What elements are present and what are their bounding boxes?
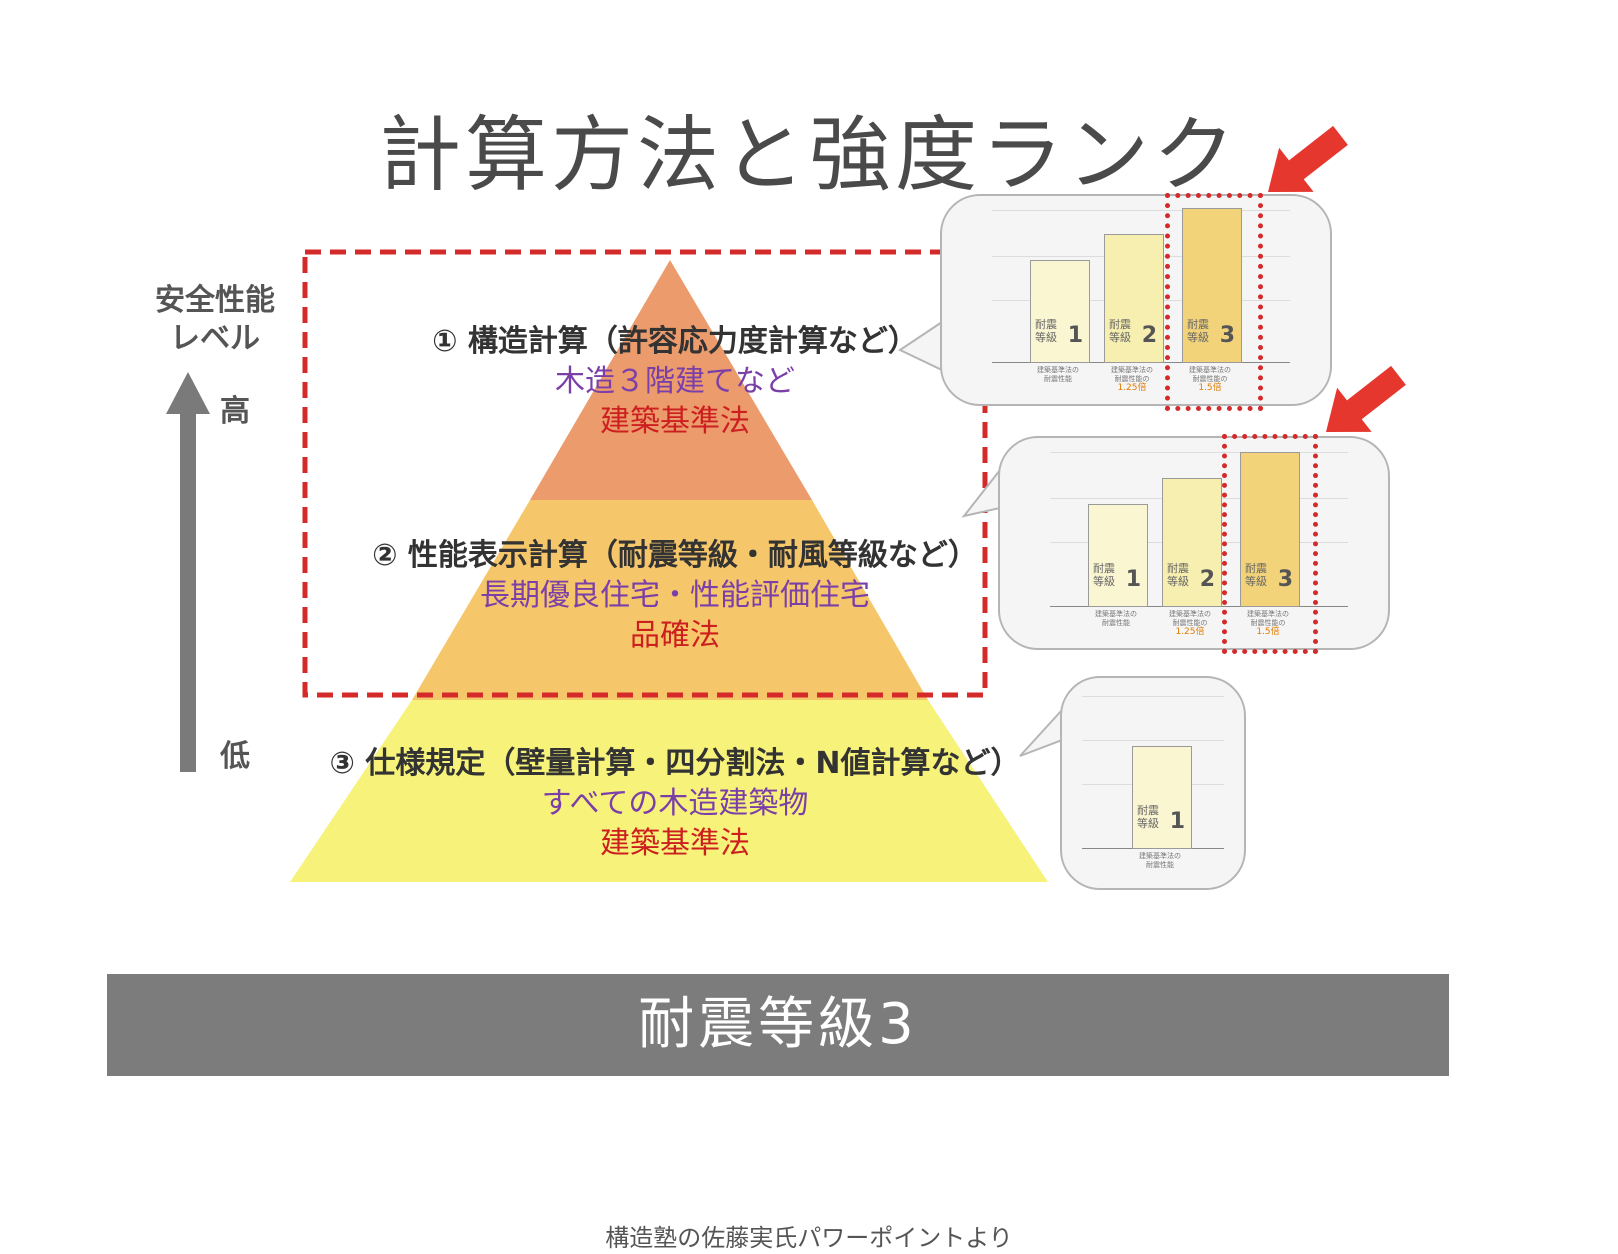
conclusion-banner: 耐震等級3: [107, 974, 1449, 1076]
page-title: 計算方法と強度ランク: [378, 108, 1239, 203]
bar-grade-3: 耐震等級 3: [1240, 452, 1300, 607]
level-3: ③ 仕様規定（壁量計算・四分割法・N値計算など） すべての木造建築物 建築基準法: [150, 744, 1200, 864]
axis-low-label: 低: [220, 739, 250, 774]
bar-grade-3: 耐震等級 3: [1182, 208, 1242, 363]
bar-caption: 建築基準法の耐震性能: [1095, 610, 1137, 627]
red-arrow-icon: [1268, 125, 1348, 192]
pyramid-tier-3: [290, 700, 1048, 882]
bubble-3: 耐震等級 1 建築基準法の耐震性能: [1060, 676, 1246, 890]
bubble-1: 耐震等級 1 耐震等級 2 耐震等級 3 建築基準法の耐震性能 建築基準法の耐震…: [940, 194, 1332, 406]
level-1-method: ① 構造計算（許容応力度計算など）: [432, 324, 918, 359]
level-1-scope: 木造３階建てなど: [555, 364, 795, 399]
bar-grade-1: 耐震等級 1: [1088, 504, 1148, 607]
level-2-method: ② 性能表示計算（耐震等級・耐風等級など）: [372, 538, 978, 573]
source-credit: 構造塾の佐藤実氏パワーポイントより: [605, 1224, 1013, 1252]
level-1-law: 建築基準法: [600, 404, 750, 439]
pyramid-tier-2: [412, 500, 928, 700]
grade-3-highlight: [1222, 434, 1318, 654]
axis-label-line1: 安全性能: [155, 283, 275, 318]
axis-high-label: 高: [220, 394, 250, 429]
level-3-method: ③ 仕様規定（壁量計算・四分割法・N値計算など）: [329, 746, 1021, 781]
bar-caption: 建築基準法の耐震性能: [1037, 366, 1079, 383]
level-2: ② 性能表示計算（耐震等級・耐風等級など） 長期優良住宅・性能評価住宅 品確法: [200, 536, 1150, 656]
grade-3-highlight: [1165, 193, 1263, 411]
bar-grade-2: 耐震等級 2: [1104, 234, 1164, 363]
level-3-law: 建築基準法: [600, 826, 750, 861]
level-1: ① 構造計算（許容応力度計算など） 木造３階建てなど 建築基準法: [200, 322, 1150, 442]
level-2-law: 品確法: [630, 618, 720, 653]
bar-grade-1: 耐震等級 1: [1030, 260, 1090, 363]
bubble-2: 耐震等級 1 耐震等級 2 耐震等級 3 建築基準法の耐震性能 建築基準法の耐震…: [998, 436, 1390, 650]
red-arrow-icon: [1326, 365, 1406, 432]
highlight-dashed-frame: [302, 249, 988, 698]
level-3-scope: すべての木造建築物: [541, 786, 809, 821]
bar-grade-1: 耐震等級 1: [1132, 746, 1192, 849]
axis-label-line2: レベル: [170, 321, 260, 356]
bar-caption: 建築基準法の耐震性能: [1139, 852, 1181, 869]
axis-label: 安全性能 レベル: [140, 282, 290, 358]
pyramid-tier-1: [530, 260, 812, 500]
axis-up-arrow-icon: [166, 372, 210, 772]
bar-grade-2: 耐震等級 2: [1162, 478, 1222, 607]
level-2-scope: 長期優良住宅・性能評価住宅: [480, 578, 870, 613]
